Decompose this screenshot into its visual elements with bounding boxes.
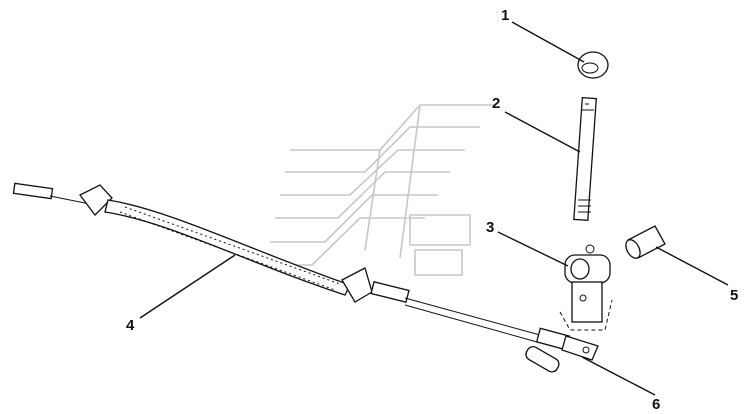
leader-2 xyxy=(504,111,581,153)
callout-5: 5 xyxy=(730,287,738,304)
callout-3: 3 xyxy=(486,219,494,236)
leader-3 xyxy=(497,231,569,267)
clevis-end-icon xyxy=(525,327,599,373)
callout-6: 6 xyxy=(652,396,660,413)
lever-rod-icon xyxy=(573,96,598,222)
pivot-bracket-icon xyxy=(559,244,613,331)
leader-4 xyxy=(139,254,236,319)
callout-4: 4 xyxy=(126,317,135,334)
brand-watermark-icon xyxy=(265,104,495,276)
callout-2: 2 xyxy=(492,95,500,112)
knob-icon xyxy=(577,51,609,79)
control-cable-icon xyxy=(12,182,541,343)
callout-1: 1 xyxy=(501,7,509,24)
leader-1 xyxy=(511,21,585,63)
leader-lines xyxy=(139,21,729,396)
leader-5 xyxy=(655,246,729,286)
bushing-icon xyxy=(625,225,666,259)
leader-6 xyxy=(581,356,656,396)
